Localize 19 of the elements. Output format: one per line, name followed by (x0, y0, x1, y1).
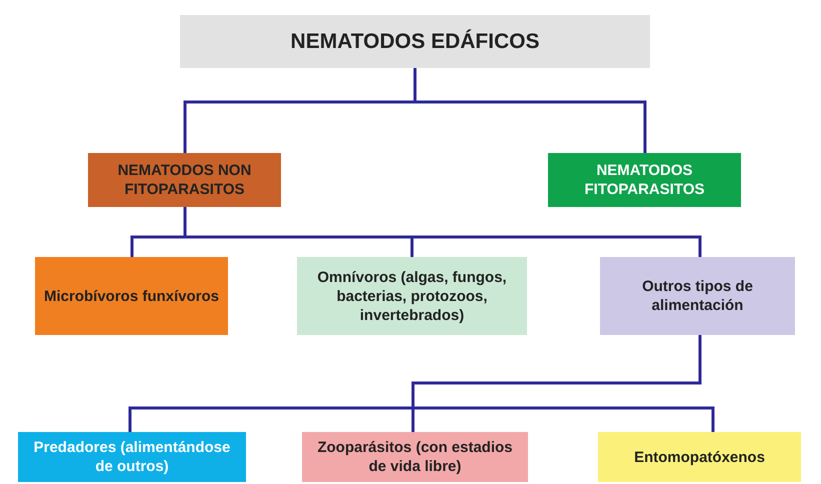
box-label: Omnívoros (algas, fungos, bacterias, protozoos, invertebrados) (316, 268, 508, 324)
box-label: Microbívoros funxívoros (44, 286, 220, 306)
box-label: NEMATODOS FITOPARASITOS (583, 161, 706, 199)
category-box (88, 153, 281, 207)
box-label: Outros tipos de alimentación (641, 277, 754, 315)
connector-line (414, 68, 646, 153)
box-label: Predadores (alimentándose de outros) (32, 438, 232, 476)
category-box (18, 432, 246, 482)
category-box (302, 432, 528, 482)
box-label: NEMATODOS EDÁFICOS (290, 29, 540, 54)
category-box (600, 257, 795, 335)
category-box (598, 432, 801, 482)
category-box (548, 153, 741, 207)
title-box (180, 15, 650, 68)
category-box (35, 257, 228, 335)
box-label: NEMATODOS NON FITOPARASITOS (116, 161, 252, 199)
box-label: Entomopatóxenos (634, 448, 765, 466)
category-box (297, 257, 527, 335)
box-label: Zooparásitos (con estadios de vida libre) (316, 438, 514, 476)
